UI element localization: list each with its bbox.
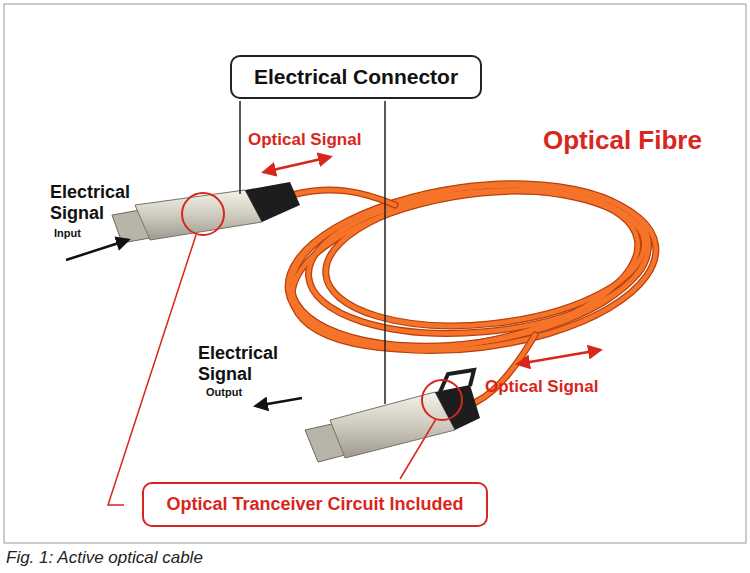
signal-label: Optical Signal <box>485 377 598 397</box>
connector-box: Electrical Connector <box>230 55 482 99</box>
bottom-connector <box>305 370 480 462</box>
box-text: Electrical Connector <box>254 65 458 89</box>
signal-direction: Output <box>206 386 242 399</box>
fibre-coil <box>279 163 666 402</box>
optical-arrow <box>264 157 330 172</box>
frame <box>4 4 746 543</box>
part-label: Optical Fibre <box>543 126 702 156</box>
top-connector <box>112 182 300 243</box>
output-arrow <box>256 398 302 406</box>
box-text: Optical Tranceiver Circuit Included <box>166 494 463 515</box>
signal-label: Electrical Signal <box>50 182 146 223</box>
transceiver-leaders <box>108 235 436 505</box>
signal-label: Electrical Signal <box>198 343 294 384</box>
signal-label: Optical Signal <box>248 130 361 150</box>
figure-caption: Fig. 1: Active optical cable <box>6 548 203 568</box>
signal-direction: Input <box>54 227 81 240</box>
input-arrow <box>66 240 128 260</box>
optical-arrow <box>518 350 600 364</box>
transceiver-box: Optical Tranceiver Circuit Included <box>142 482 487 527</box>
